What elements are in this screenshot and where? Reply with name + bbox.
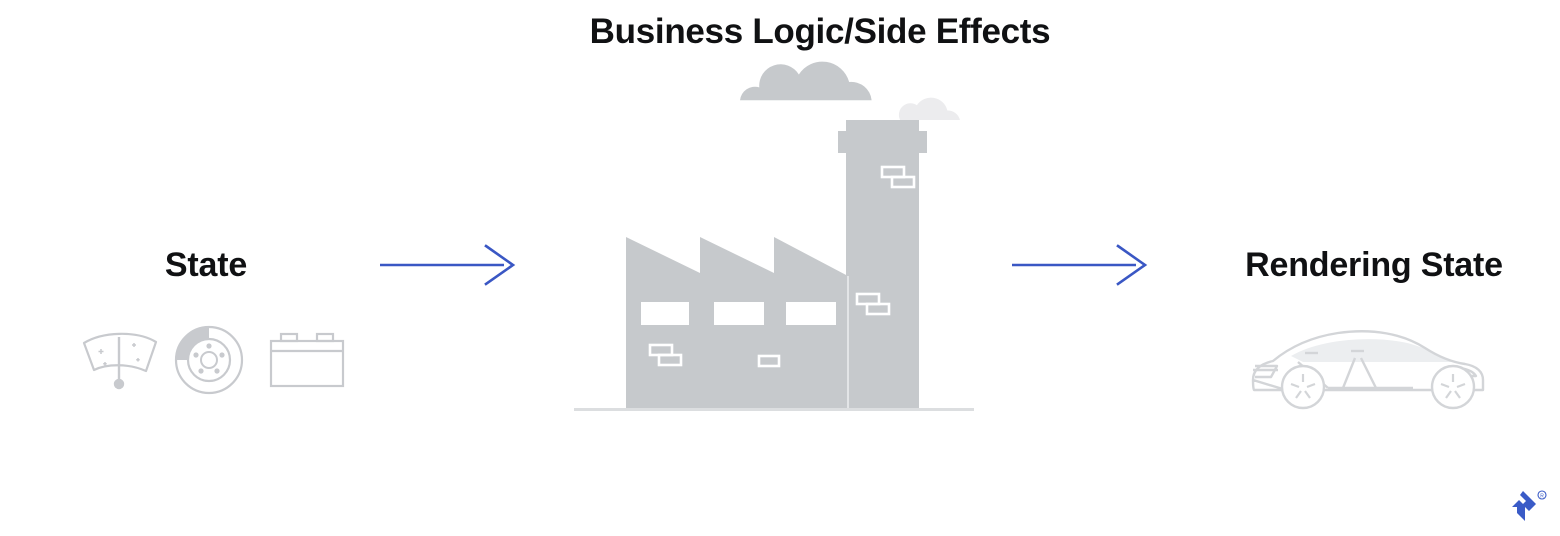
car-parts-icons — [82, 325, 345, 395]
car-rear-wheel — [1430, 364, 1476, 410]
factory-windows — [641, 302, 836, 325]
smoke-cloud-small-icon — [898, 97, 960, 120]
factory-illustration — [560, 60, 1000, 435]
car-battery-icon — [269, 332, 345, 388]
stage-label-state: State — [164, 246, 248, 284]
car-front-wheel — [1280, 364, 1326, 410]
arrow-state-to-logic — [378, 240, 518, 295]
chimney-brick-lower — [855, 292, 891, 316]
car-illustration — [1243, 322, 1493, 417]
smoke-cloud-large-icon — [740, 61, 872, 101]
toptal-logo: R — [1506, 487, 1550, 532]
page-title: Business Logic/Side Effects — [589, 12, 1051, 51]
brake-disc-icon — [174, 325, 244, 395]
windshield-wiper-icon — [82, 332, 158, 390]
arrow-logic-to-rendering — [1010, 240, 1150, 295]
ground-line — [574, 408, 974, 411]
factory-building — [626, 237, 848, 408]
registered-trademark-icon — [1537, 490, 1547, 500]
state-icons-group — [78, 322, 348, 407]
stage-label-rendering-state: Rendering State — [1245, 246, 1503, 284]
car-window-shade — [1291, 339, 1451, 362]
factory-chimney — [838, 120, 927, 408]
svg-text:R: R — [1540, 494, 1544, 500]
